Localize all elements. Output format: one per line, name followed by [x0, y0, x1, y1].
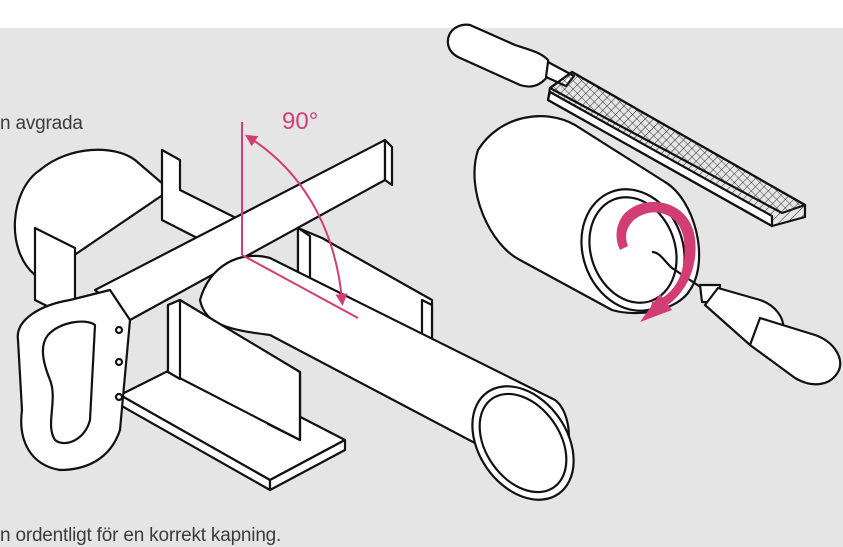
deburring-tool [651, 250, 842, 386]
caption-bottom: n ordentligt för en korrekt kapning. [0, 525, 282, 546]
angle-indicator [241, 122, 359, 319]
caption-top: n avgrada [0, 113, 83, 134]
rotation-arrow-icon [616, 201, 696, 322]
angle-label: 90° [282, 108, 319, 135]
file-tool [446, 23, 807, 228]
short-pipe [473, 115, 701, 315]
